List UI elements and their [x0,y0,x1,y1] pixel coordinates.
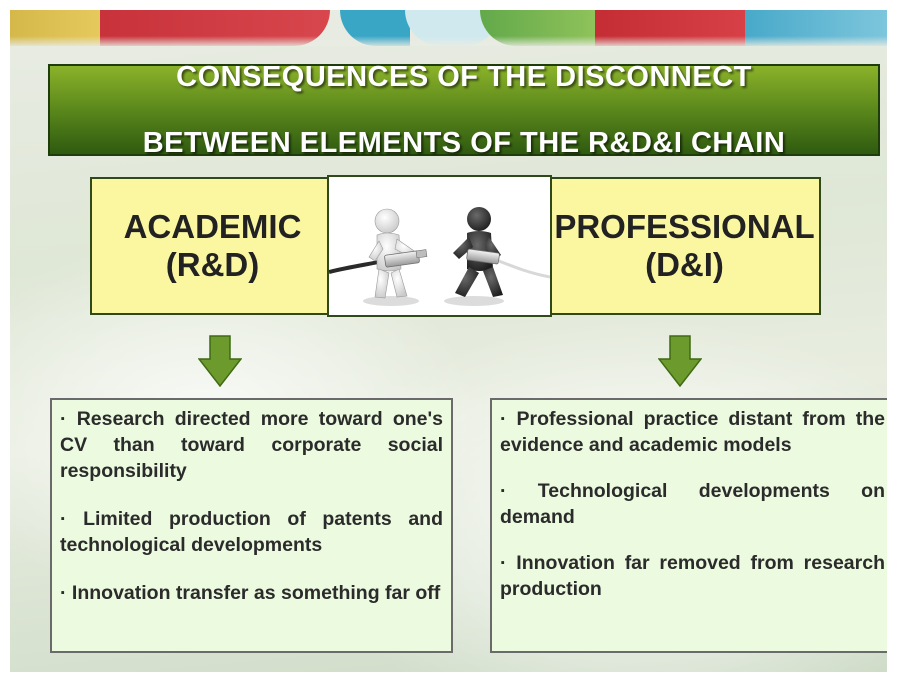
academic-heading-box: ACADEMIC (R&D) [90,177,335,315]
title-line-2: BETWEEN ELEMENTS OF THE R&D&I CHAIN [142,126,786,159]
slide: CONSEQUENCES OF THE DISCONNECT BETWEEN E… [10,10,887,672]
professional-heading-box: PROFESSIONAL (D&I) [548,177,821,315]
down-arrow-icon [198,335,242,387]
list-item: · Limited production of patents and tech… [60,508,443,556]
academic-subheading: (R&D) [165,246,260,283]
list-item: · Innovation far removed from research p… [500,552,885,600]
down-arrow-icon [658,335,702,387]
disconnect-illustration [327,175,552,317]
two-figures-disconnected-cable-icon [328,207,551,306]
title-line-1: CONSEQUENCES OF THE DISCONNECT [176,60,752,93]
academic-heading: ACADEMIC [123,208,302,245]
professional-consequences-list: · Professional practice distant from the… [490,398,887,653]
professional-heading: PROFESSIONAL [554,208,815,245]
professional-subheading: (D&I) [645,246,724,283]
title-banner: CONSEQUENCES OF THE DISCONNECT BETWEEN E… [48,61,880,159]
academic-consequences-list: · Research directed more toward one's CV… [50,398,453,653]
decorative-top-band [10,10,887,46]
list-item: · Research directed more toward one's CV… [60,408,443,482]
list-item: · Innovation transfer as something far o… [60,582,441,604]
slide-title: CONSEQUENCES OF THE DISCONNECT BETWEEN E… [143,28,786,193]
list-item: · Technological developments on demand [500,480,885,528]
list-item: · Professional practice distant from the… [500,408,885,456]
